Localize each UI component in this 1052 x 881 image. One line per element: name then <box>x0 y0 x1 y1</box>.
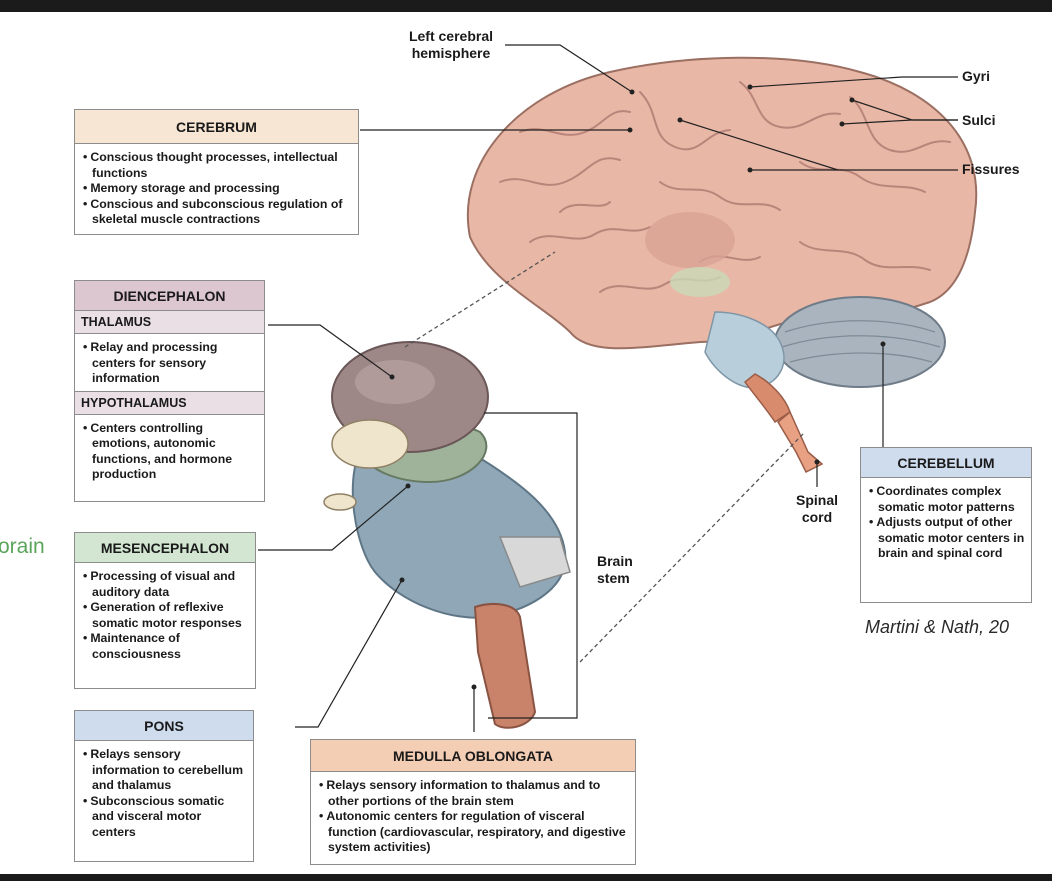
diencephalon-region <box>645 212 735 268</box>
mesencephalon-list: Processing of visual and auditory data G… <box>75 563 255 666</box>
list-item: Memory storage and processing <box>81 181 352 197</box>
mesencephalon-box: MESENCEPHALON Processing of visual and a… <box>74 532 256 689</box>
list-item: Relays sensory information to cerebellum… <box>81 747 247 794</box>
cerebellum-header: CEREBELLUM <box>861 448 1031 478</box>
list-item: Maintenance of consciousness <box>81 631 249 662</box>
cerebrum-box: CEREBRUM Conscious thought processes, in… <box>74 109 359 235</box>
pons-box: PONS Relays sensory information to cereb… <box>74 710 254 862</box>
cerebrum-header: CEREBRUM <box>75 110 358 144</box>
hypothalamus-list: Centers controlling emotions, autonomic … <box>75 415 264 487</box>
cerebellum-box: CEREBELLUM Coordinates complex somatic m… <box>860 447 1032 603</box>
small-medulla-shape <box>743 373 791 424</box>
pineal-cut-surface <box>331 419 409 469</box>
cerebrum-list: Conscious thought processes, intellectua… <box>75 144 358 232</box>
sulci-label: Sulci <box>962 112 996 128</box>
enlarged-medulla-shape <box>473 603 537 729</box>
list-item: Centers controlling emotions, autonomic … <box>81 421 258 483</box>
gyri-label: Gyri <box>962 68 991 84</box>
left-hemisphere-label: Left cerebral hemisphere <box>408 28 494 61</box>
fissures-label: Fissures <box>962 161 1020 177</box>
list-item: Generation of reflexive somatic motor re… <box>81 600 249 631</box>
cut-surface <box>498 536 571 588</box>
spinal-cord-label: Spinal cord <box>795 492 838 525</box>
cerebellum-folia <box>781 320 941 363</box>
list-item: Conscious thought processes, intellectua… <box>81 150 352 181</box>
mesencephalon-header: MESENCEPHALON <box>75 533 255 563</box>
list-item: Conscious and subconscious regulation of… <box>81 197 352 228</box>
diencephalon-header: DIENCEPHALON <box>75 281 264 311</box>
thalamus-list: Relay and processing centers for sensory… <box>75 334 264 391</box>
list-item: Relay and processing centers for sensory… <box>81 340 258 387</box>
list-item: Coordinates complex somatic motor patter… <box>867 484 1025 515</box>
medulla-box: MEDULLA OBLONGATA Relays sensory informa… <box>310 739 636 865</box>
list-item: Adjusts output of other somatic motor ce… <box>867 515 1025 562</box>
diencephalon-box: DIENCEPHALON THALAMUS Relay and processi… <box>74 280 265 502</box>
list-item: Subconscious somatic and visceral motor … <box>81 794 247 841</box>
hypothalamus-shape <box>323 493 357 511</box>
thalamus-header: THALAMUS <box>75 311 264 334</box>
brain-illustration <box>258 44 978 732</box>
midbrain-region <box>670 267 730 297</box>
leader-lines <box>258 44 958 732</box>
brain-stem-label: Brain stem <box>597 553 633 586</box>
small-brainstem-shape <box>704 311 785 389</box>
citation-credit: Martini & Nath, 20 <box>865 617 1010 637</box>
medulla-header: MEDULLA OBLONGATA <box>311 740 635 772</box>
gyri-texture <box>499 81 951 293</box>
cerebellum-list: Coordinates complex somatic motor patter… <box>861 478 1031 566</box>
leader-dots <box>389 84 886 690</box>
list-item: Autonomic centers for regulation of visc… <box>317 809 629 856</box>
side-word-fragment: orain <box>0 535 45 558</box>
pons-header: PONS <box>75 711 253 741</box>
spinal-cord-shape <box>777 410 824 474</box>
medulla-list: Relays sensory information to thalamus a… <box>311 772 635 860</box>
pons-list: Relays sensory information to cerebellum… <box>75 741 253 844</box>
slide: Left cerebral hemisphere Gyri Sulci Fiss… <box>0 12 1052 874</box>
list-item: Relays sensory information to thalamus a… <box>317 778 629 809</box>
list-item: Processing of visual and auditory data <box>81 569 249 600</box>
dashed-guide-lines <box>404 251 806 663</box>
thalamus-highlight <box>355 360 435 404</box>
hypothalamus-header: HYPOTHALAMUS <box>75 390 264 415</box>
